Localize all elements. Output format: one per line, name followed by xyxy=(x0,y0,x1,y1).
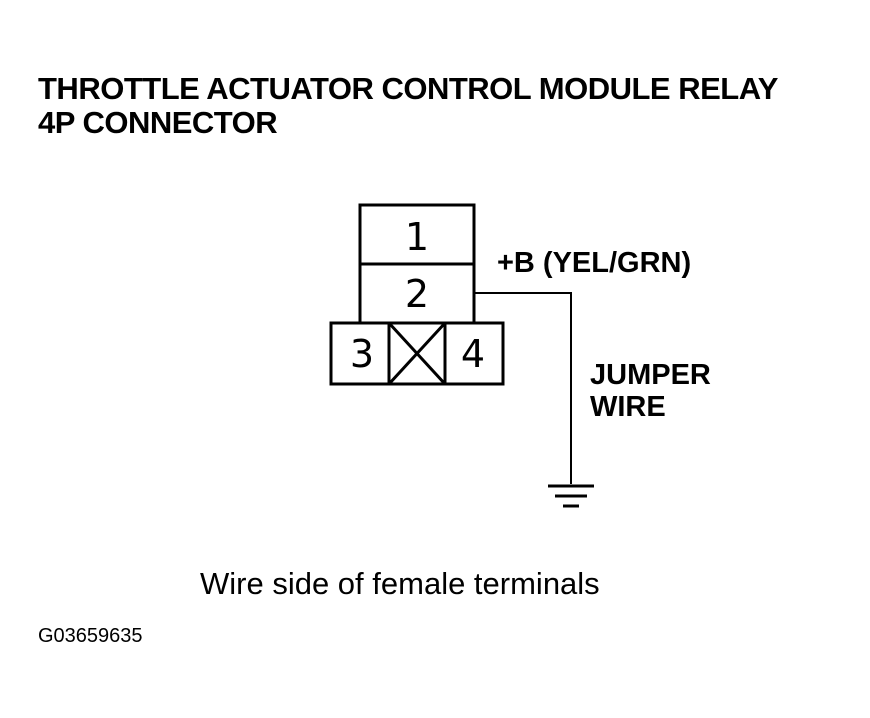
terminal-4-label: 4 xyxy=(461,332,485,376)
diagram-title: THROTTLE ACTUATOR CONTROL MODULE RELAY 4… xyxy=(38,72,778,140)
terminal-3-label: 3 xyxy=(350,332,374,376)
ground-icon xyxy=(548,484,594,508)
jumper-label-line-1: JUMPER xyxy=(590,359,711,391)
jumper-wire xyxy=(474,292,572,484)
b-plus-label: +B (YEL/GRN) xyxy=(497,247,691,279)
blocked-cavity xyxy=(387,321,447,386)
diagram-caption: Wire side of female terminals xyxy=(200,566,600,601)
figure-id: G03659635 xyxy=(38,625,143,647)
jumper-label-line-2: WIRE xyxy=(590,391,666,423)
title-line-2: 4P CONNECTOR xyxy=(38,105,278,140)
title-line-1: THROTTLE ACTUATOR CONTROL MODULE RELAY xyxy=(38,71,778,106)
terminal-1-label: 1 xyxy=(405,215,429,259)
terminal-2-label: 2 xyxy=(405,272,429,316)
blocked-cavity-x-2 xyxy=(387,321,447,386)
